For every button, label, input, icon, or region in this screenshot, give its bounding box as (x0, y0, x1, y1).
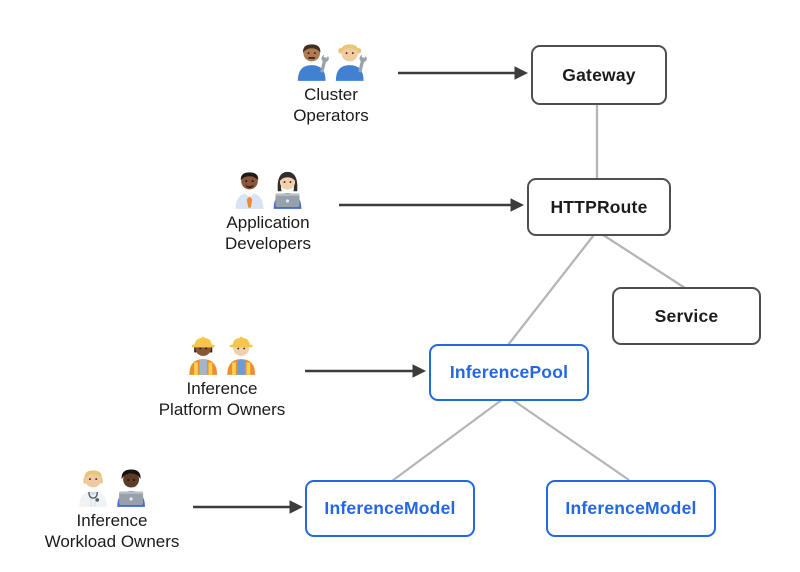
persona-label-line: Developers (225, 233, 311, 253)
persona-label-line: Cluster (304, 85, 358, 104)
man-construction-worker-icon (227, 336, 255, 375)
woman-construction-worker-icon (189, 336, 217, 375)
man-mechanic-icon (298, 44, 330, 81)
inference-workload-owners-emoji (45, 466, 180, 507)
persona-label-line: Platform Owners (158, 399, 286, 419)
edge-httproute-service (596, 230, 686, 289)
node-gateway: Gateway (531, 45, 667, 105)
persona-application-developers: Application Developers (225, 168, 311, 254)
inference-platform-owners-emoji (159, 334, 286, 375)
persona-label-line: Inference (76, 511, 148, 530)
man-office-worker-icon (235, 172, 263, 209)
persona-label-line: Inference (186, 379, 258, 398)
node-service: Service (612, 287, 761, 345)
persona-label-line: Workload Owners (44, 531, 180, 551)
application-developers-emoji (225, 168, 311, 209)
persona-inference-workload-owners: Inference Workload Owners (44, 466, 180, 552)
node-inferencemodel-left: InferenceModel (305, 480, 475, 537)
node-inferencemodel-right: InferenceModel (546, 480, 716, 537)
health-worker-icon (79, 470, 107, 507)
node-inferencepool: InferencePool (429, 344, 589, 401)
woman-mechanic-icon (336, 44, 368, 81)
persona-label-line: Application (226, 213, 310, 232)
woman-technologist-icon (273, 171, 301, 209)
node-httproute: HTTPRoute (527, 178, 671, 236)
cluster-operators-emoji (293, 40, 369, 81)
edge-httproute-inferencepool (507, 230, 598, 346)
persona-label-line: Operators (293, 105, 369, 125)
man-technologist-icon (117, 469, 145, 507)
persona-cluster-operators: Cluster Operators (293, 40, 369, 126)
persona-inference-platform-owners: Inference Platform Owners (158, 334, 286, 420)
edge-inferencepool-inferencemodel-left (391, 395, 508, 482)
edge-inferencepool-inferencemodel-right (506, 395, 630, 481)
